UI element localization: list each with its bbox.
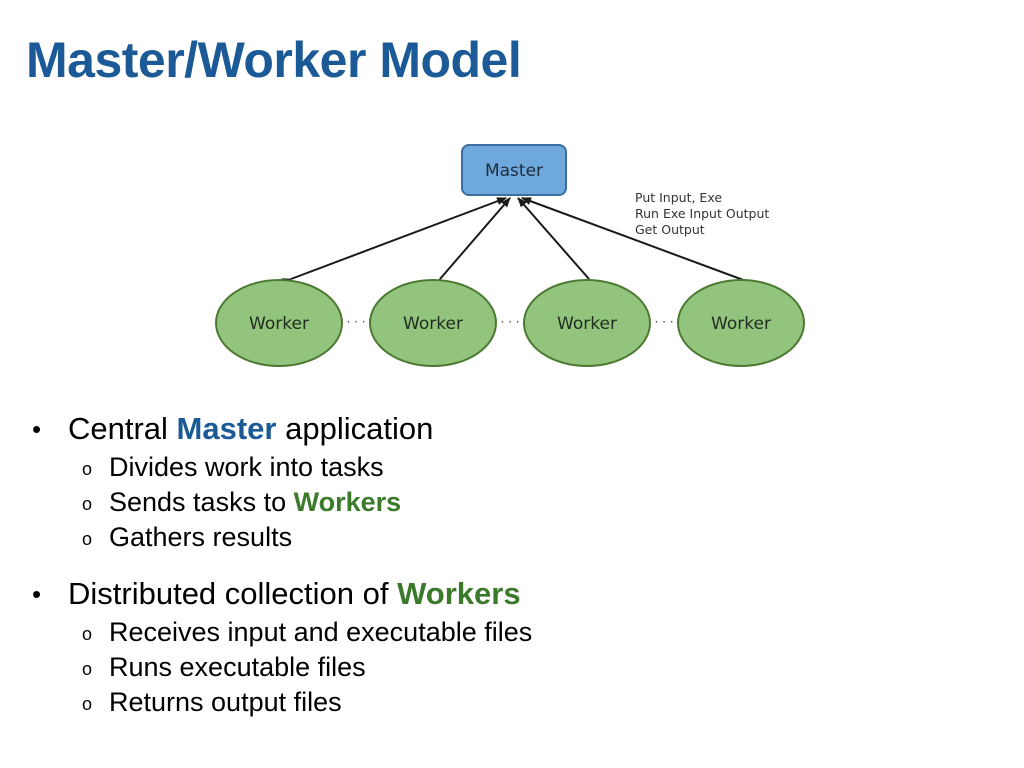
circle-bullet-icon: o <box>82 694 93 714</box>
worker-nodes: Worker Worker Worker Worker <box>215 279 805 367</box>
ellipsis-3: · · · <box>654 315 673 329</box>
master-label: Master <box>485 161 543 181</box>
edges <box>281 197 756 289</box>
annotation-line-1: Put Input, Exe <box>635 190 722 205</box>
bullet-dot-icon: • <box>32 579 42 609</box>
worker-node-3: Worker <box>523 279 651 367</box>
worker-node-1: Worker <box>215 279 343 367</box>
edge-worker-2 <box>431 197 511 289</box>
worker-label: Worker <box>249 314 309 334</box>
slide-title: Master/Worker Model <box>26 32 522 88</box>
circle-bullet-icon: o <box>82 494 93 514</box>
circle-bullet-icon: o <box>82 624 93 644</box>
bullet-item: •Distributed collection of Workers <box>32 573 932 615</box>
worker-node-4: Worker <box>677 279 805 367</box>
bullet-dot-icon: • <box>32 414 42 444</box>
master-node: Master <box>461 144 567 196</box>
worker-node-2: Worker <box>369 279 497 367</box>
ellipsis-2: · · · <box>500 315 519 329</box>
edge-annotation: Put Input, Exe Run Exe Input Output Get … <box>635 190 769 237</box>
worker-label: Worker <box>711 314 771 334</box>
edge-worker-4 <box>521 197 756 288</box>
circle-bullet-icon: o <box>82 659 93 679</box>
highlight-workers: Workers <box>293 487 402 517</box>
highlight-workers: Workers <box>397 576 521 611</box>
annotation-line-3: Get Output <box>635 222 705 237</box>
annotation-line-2: Run Exe Input Output <box>635 206 769 221</box>
worker-label: Worker <box>403 314 463 334</box>
master-worker-diagram: Master Worker Worker Worker Worker · · ·… <box>215 144 805 367</box>
circle-bullet-icon: o <box>82 529 93 549</box>
worker-label: Worker <box>557 314 617 334</box>
worker-ellipses: · · · · · · · · · <box>346 315 673 329</box>
ellipsis-1: · · · <box>346 315 365 329</box>
circle-bullet-icon: o <box>82 459 93 479</box>
bullet-item: •Central Master application <box>32 408 932 450</box>
highlight-master: Master <box>176 411 277 446</box>
